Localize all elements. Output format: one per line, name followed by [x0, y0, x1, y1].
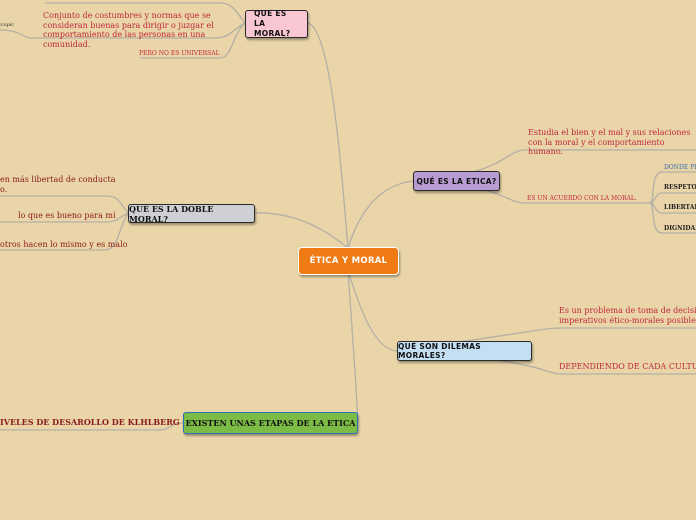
branch-text: IVELES DE DESAROLLO DE KLHLBERG [0, 417, 180, 427]
topic-etapas-etica[interactable]: EXISTEN UNAS ETAPAS DE LA ETICA [183, 412, 358, 434]
branch-text: DEPENDIENDO DE CADA CULTURA [559, 362, 696, 371]
branch-text: ES UN ACUERDO CON LA MORAL. [527, 195, 637, 202]
topic-doble-moral[interactable]: QUÉ ES LA DOBLE MORAL? [128, 203, 255, 224]
topic-que-es-la-moral[interactable]: QUE ES LA MORAL? [245, 9, 308, 38]
topic-label: QUÉ SON DILEMAS MORALES? [398, 342, 481, 360]
topic-que-es-la-etica[interactable]: QUÉ ES LA ETICA? [413, 171, 500, 191]
branch-text: PERO NO ES UNIVERSAL [139, 50, 220, 57]
branch-text: en más libertad de conducta [0, 175, 116, 184]
center-node[interactable]: ÉTICA Y MORAL [298, 247, 399, 275]
topic-label: QUÉ ES LA ETICA? [416, 176, 497, 186]
branch-text: o. [0, 185, 8, 194]
topic-label: QUÉ ES LA DOBLE MORAL? [129, 203, 214, 224]
branch-text: RESPETO [664, 184, 696, 191]
branch-text: ccopic [0, 22, 15, 28]
branch-text: lo que es bueno para mí [18, 211, 116, 220]
branch-text: DONDE PR [664, 164, 696, 171]
branch-text: Es un problema de toma de decisiones [559, 306, 696, 315]
branch-text: imperativos ético-morales posibles [559, 316, 696, 325]
branch-text: Estudia el bien y el mal y sus relacione… [528, 128, 691, 156]
topic-dilemas-morales[interactable]: QUÉ SON DILEMAS MORALES? [397, 341, 532, 361]
branch-text: LIBERTAR [664, 204, 696, 211]
topic-label: EXISTEN UNAS ETAPAS DE LA ETICA [185, 418, 356, 428]
topic-label: QUE ES LA MORAL? [254, 9, 291, 38]
branch-text: otros hacen lo mismo y es malo [0, 240, 128, 249]
branch-text: DIGNIDAD [664, 225, 696, 232]
center-label: ÉTICA Y MORAL [309, 256, 388, 266]
branch-text: Conjunto de costumbres y normas que se c… [43, 11, 214, 49]
